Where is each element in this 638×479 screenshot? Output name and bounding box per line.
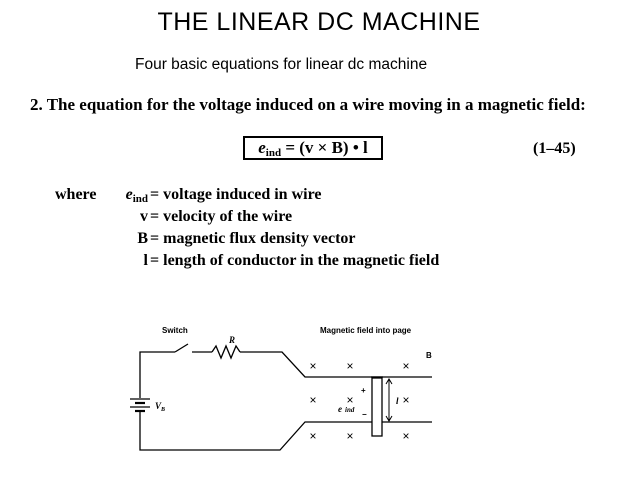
equation-number: (1–45) xyxy=(533,140,576,157)
field-cross-icon: × xyxy=(309,393,316,407)
source-label: VB xyxy=(155,401,165,413)
emf-subscript: ind xyxy=(345,406,355,414)
field-cross-icon: × xyxy=(309,359,316,373)
plus-sign: + xyxy=(361,386,366,395)
equation-box: eind = (v × B) • l xyxy=(243,136,383,160)
length-label: l xyxy=(396,396,399,406)
definition-symbol: v xyxy=(98,206,148,229)
field-label: Magnetic field into page xyxy=(320,326,412,335)
resistor-label: R xyxy=(228,335,235,345)
definition-symbol-subscript: ind xyxy=(132,193,148,205)
definition-symbol-letter: l xyxy=(143,252,148,269)
source-subscript: B xyxy=(160,407,165,413)
source-letter: V xyxy=(155,401,162,411)
battery-icon xyxy=(130,398,150,413)
left-wire-top xyxy=(139,351,175,398)
definition-description: = velocity of the wire xyxy=(150,208,293,225)
definition-symbol: l xyxy=(98,250,148,273)
switch-blade xyxy=(174,343,189,353)
minus-sign: − xyxy=(362,410,367,419)
top-wire xyxy=(240,351,432,378)
slide-subtitle: Four basic equations for linear dc machi… xyxy=(135,56,428,73)
b-label: B xyxy=(426,351,432,360)
item-statement: 2. The equation for the voltage induced … xyxy=(30,95,586,115)
equation-lhs-symbol: e xyxy=(258,138,266,157)
definition-symbol-letter: e xyxy=(125,186,133,203)
definition-symbol: eind xyxy=(98,184,148,211)
equation-rhs: = (v × B) • l xyxy=(285,138,368,157)
definition-symbol-letter: B xyxy=(137,230,148,247)
slide-title: THE LINEAR DC MACHINE xyxy=(157,8,481,36)
definition-description: = voltage induced in wire xyxy=(150,186,322,203)
definition-symbol: B xyxy=(98,228,148,251)
conductor-bar xyxy=(371,377,383,437)
item-text: The equation for the voltage induced on … xyxy=(46,95,586,114)
definition-description: = magnetic flux density vector xyxy=(150,230,356,247)
field-cross-icon: × xyxy=(346,359,353,373)
field-cross-icon: × xyxy=(346,429,353,443)
equation-lhs-subscript: ind xyxy=(265,147,282,159)
field-cross-icon: × xyxy=(402,359,409,373)
resistor xyxy=(211,344,241,360)
field-cross-icon: × xyxy=(402,429,409,443)
where-label: where xyxy=(55,186,97,203)
field-cross-icon: × xyxy=(346,393,353,407)
field-cross-icon: × xyxy=(402,393,409,407)
field-cross-icon: × xyxy=(309,429,316,443)
definition-symbol-letter: v xyxy=(140,208,148,225)
item-number: 2. xyxy=(30,95,43,114)
length-arrow xyxy=(385,378,393,422)
definition-description: = length of conductor in the magnetic fi… xyxy=(150,252,440,269)
bottom-wire xyxy=(139,410,432,451)
emf-letter: e xyxy=(338,404,342,414)
switch-label: Switch xyxy=(162,326,188,335)
